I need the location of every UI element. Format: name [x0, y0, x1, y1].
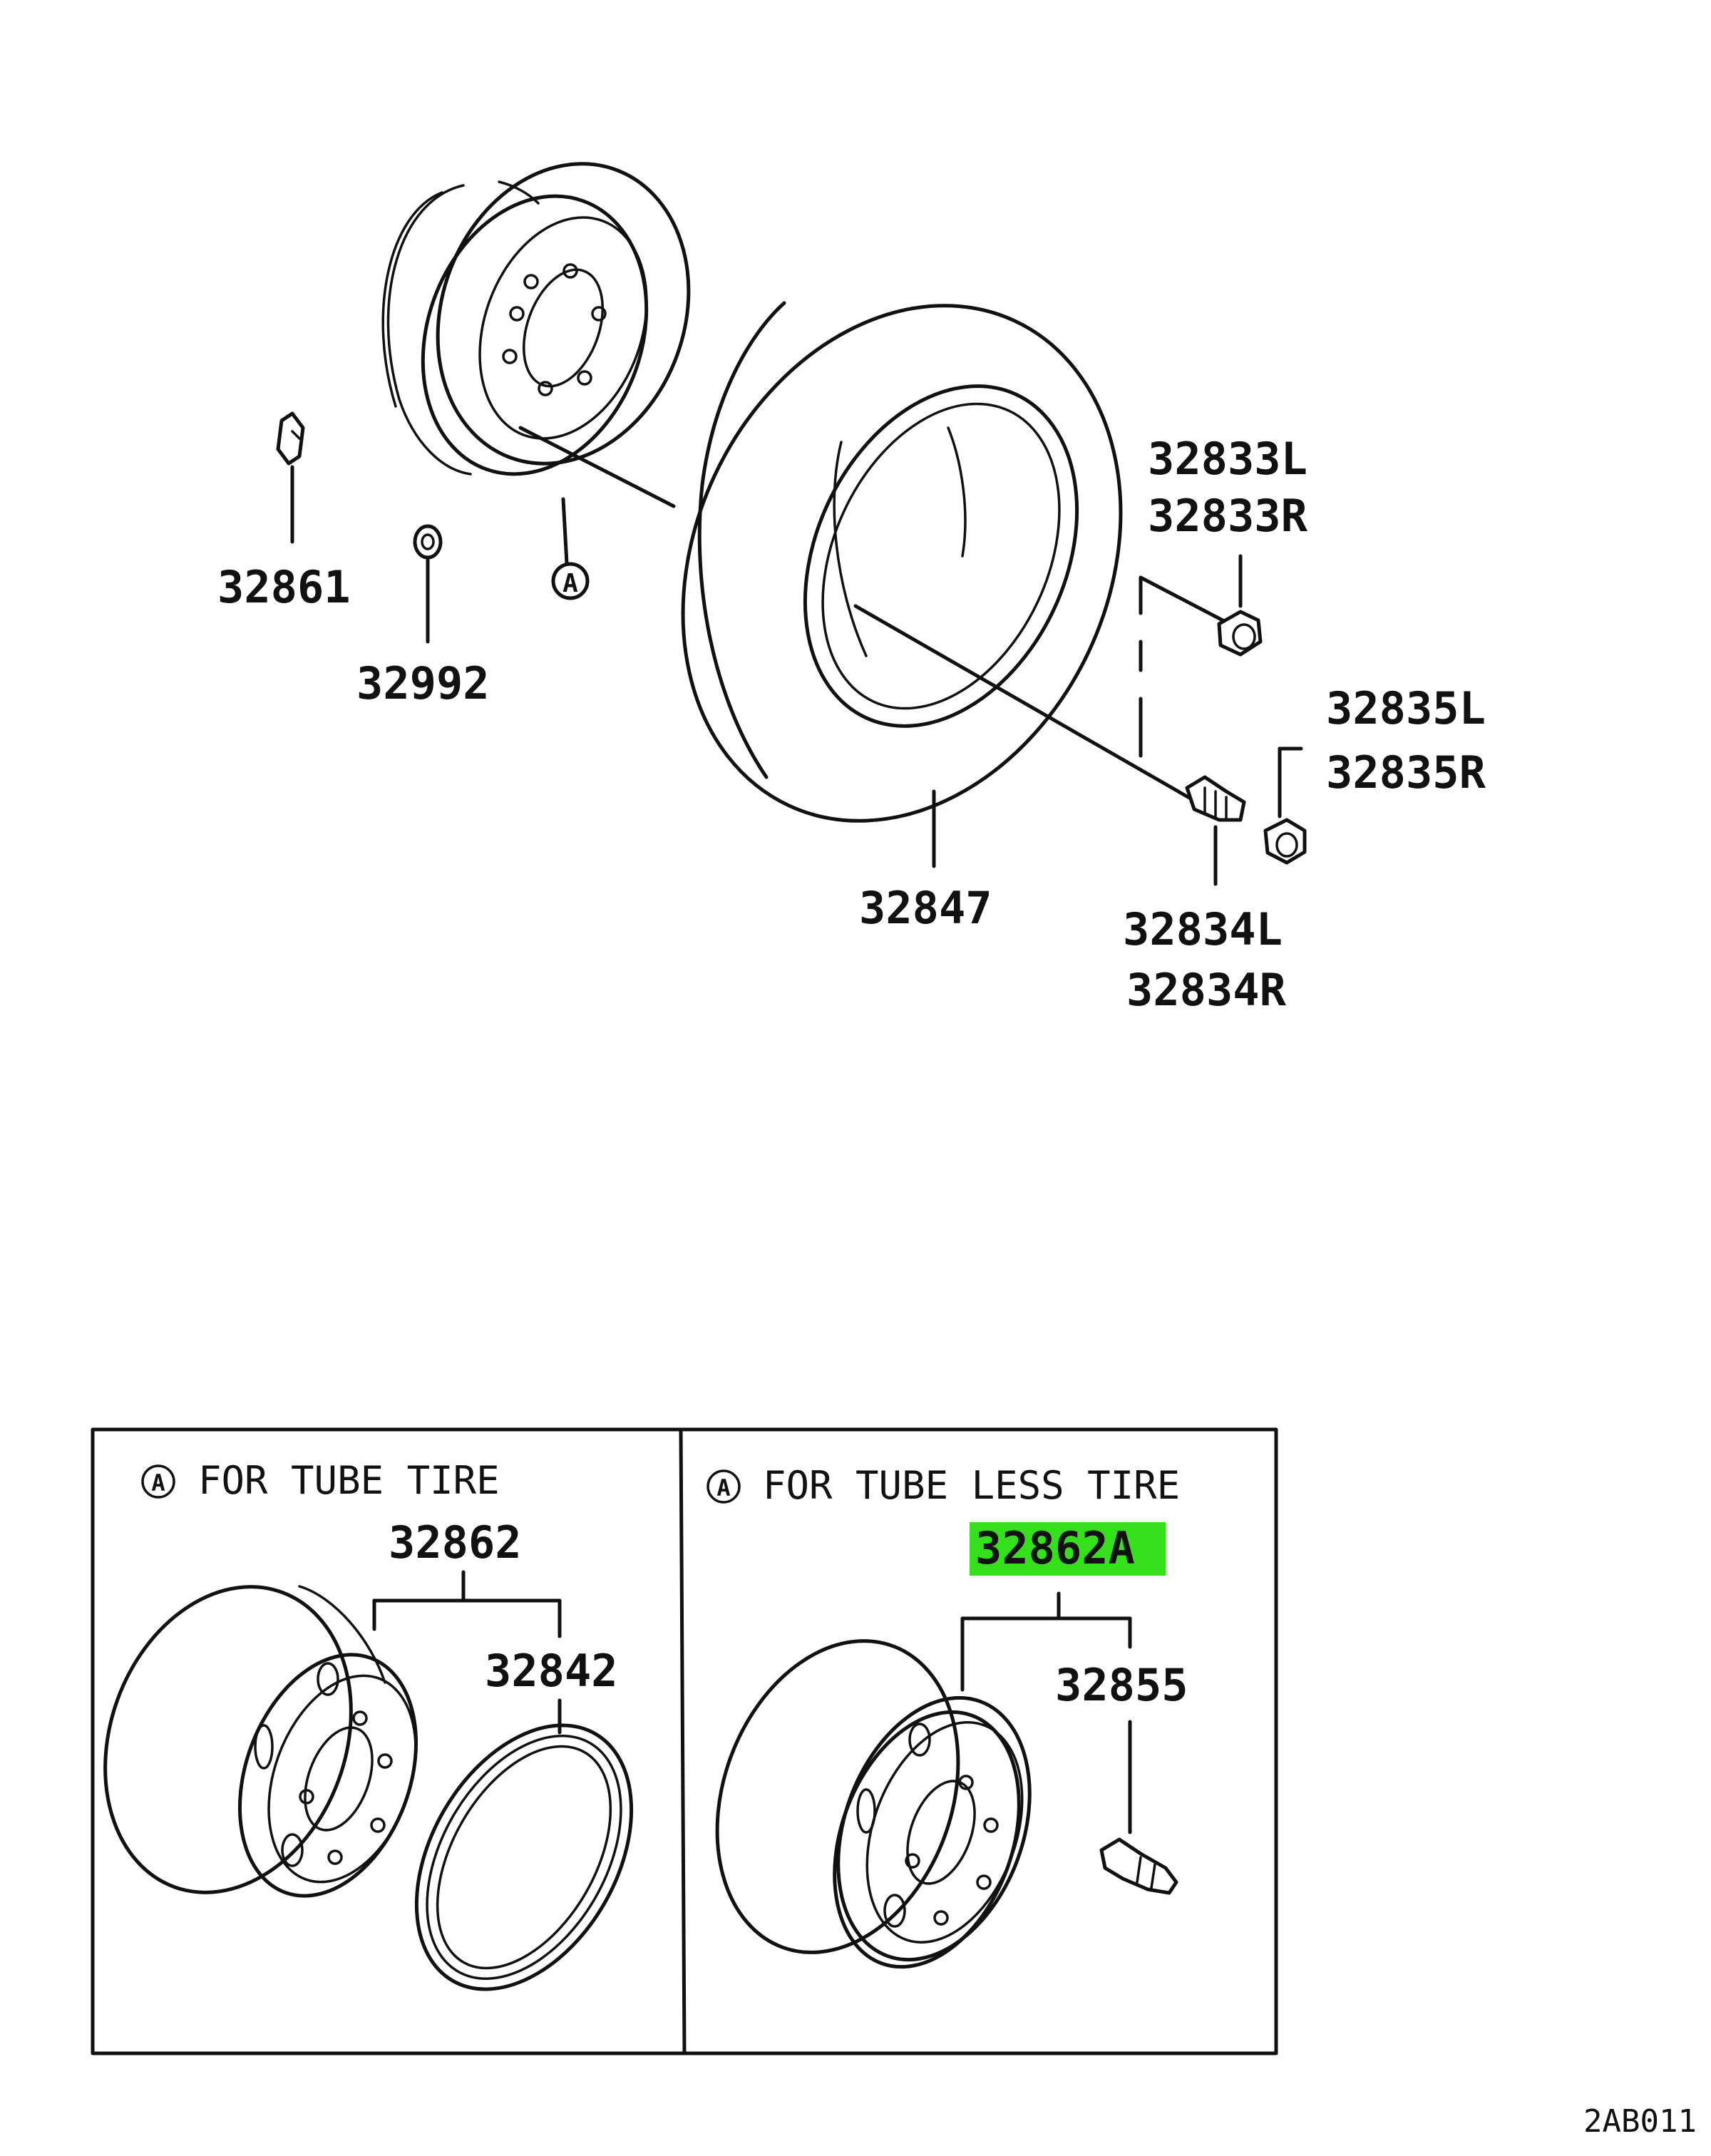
diagram-code: 2AB011: [1583, 2103, 1697, 2140]
stud-bolt-drawing: [1185, 775, 1246, 886]
highlight-box-32862a: [970, 1522, 1166, 1576]
part-label-32834r: 32834R: [1126, 964, 1287, 1016]
part-label-32992: 32992: [356, 657, 490, 709]
inset-tube-tire: A FOR TUBE TIRE 32862 32842: [103, 1458, 634, 1991]
inset-tubeless-tire: A FOR TUBE LESS TIRE 32862A 32855: [707, 1463, 1188, 1969]
tire-drawing: [681, 301, 1123, 823]
inset-tube-marker: A: [151, 1469, 165, 1497]
part-label-32833r: 32833R: [1148, 490, 1308, 542]
part-label-32834l: 32834L: [1123, 903, 1283, 955]
nut-32833-drawing: [1139, 554, 1263, 758]
inset-tubeless-marker-circle: [707, 1469, 741, 1504]
assembly-axis-line-2: [853, 604, 1193, 801]
callout-a-letter: A: [562, 569, 578, 598]
washer-drawing: [413, 524, 443, 644]
assembly-axis-line-1: [518, 426, 676, 508]
part-label-32861: 32861: [217, 561, 351, 613]
inset-tube-marker-circle: [141, 1464, 175, 1499]
part-label-32847: 32847: [859, 882, 992, 934]
wheel-rim-drawing: [381, 162, 691, 476]
part-label-32842: 32842: [485, 1645, 618, 1697]
nut-32835-drawing: [1263, 746, 1307, 865]
inset-tubeless-title: FOR TUBE LESS TIRE: [763, 1463, 1180, 1508]
part-label-32833l: 32833L: [1148, 433, 1307, 485]
part-label-32862: 32862: [389, 1516, 522, 1569]
part-label-32835r: 32835R: [1326, 746, 1486, 799]
part-label-32855: 32855: [1055, 1659, 1188, 1711]
inset-frame: [91, 1427, 1278, 2055]
valve-clip-drawing: [276, 411, 305, 544]
callout-a-leader: [561, 497, 569, 565]
callout-a-circle: [551, 562, 590, 600]
inset-tubeless-marker: A: [716, 1474, 730, 1502]
part-label-32862a[interactable]: 32862A: [975, 1522, 1135, 1574]
part-label-32835l: 32835L: [1326, 682, 1486, 734]
inset-tube-title: FOR TUBE TIRE: [198, 1458, 500, 1503]
